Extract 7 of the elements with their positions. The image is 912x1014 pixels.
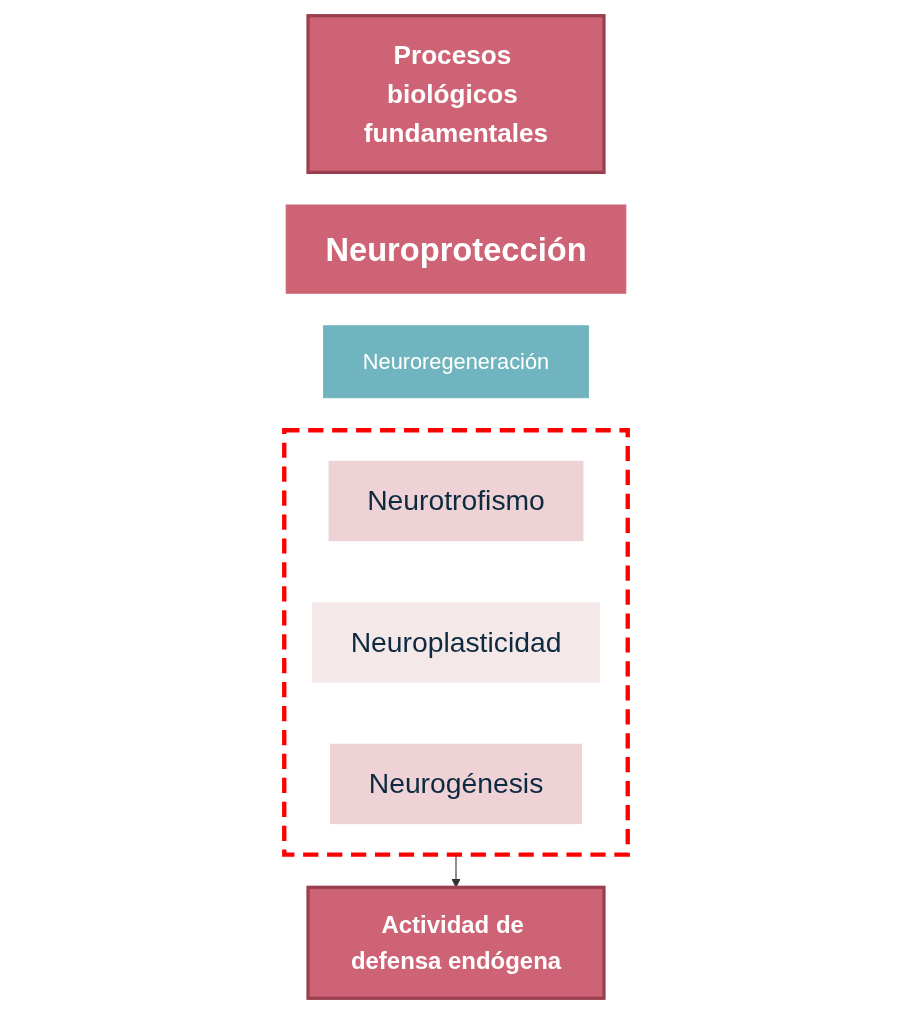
- node-box: Neuroprotección: [285, 204, 627, 294]
- node-box: Neurotrofismo: [327, 459, 585, 543]
- node-box: Actividad de defensa endógena: [306, 885, 606, 1000]
- node-box: Neuroregeneración: [323, 325, 589, 399]
- cluster: [282, 428, 630, 857]
- node-box: Neurogénesis: [329, 742, 583, 826]
- node-box: Procesos biológicos fundamentales: [306, 14, 606, 175]
